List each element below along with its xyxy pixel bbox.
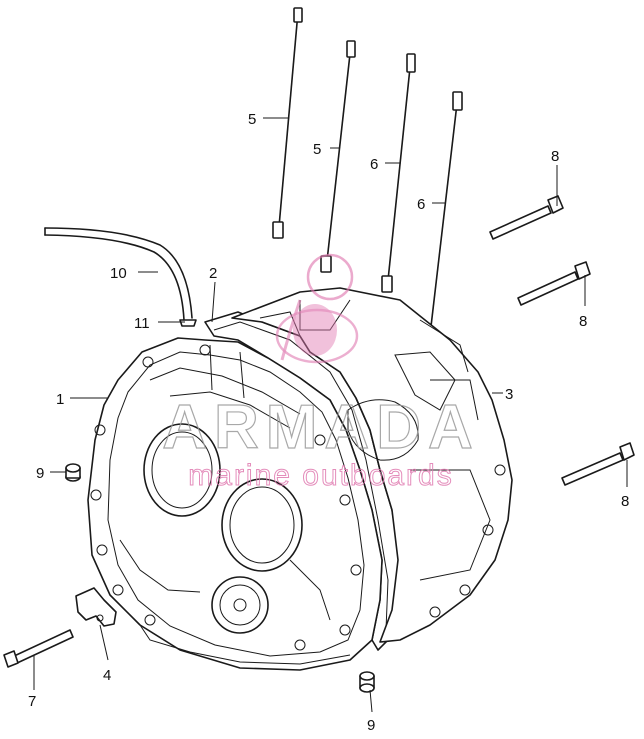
watermark-emblem (275, 253, 359, 364)
stud-5-right (320, 40, 356, 273)
watermark-brand: ARMADA (162, 393, 480, 462)
callout-5-left: 5 (248, 111, 256, 128)
callout-labels: 5 5 6 6 8 8 8 10 11 2 1 3 9 4 7 9 (28, 111, 629, 734)
callout-11: 11 (134, 315, 150, 332)
callout-10: 10 (110, 265, 127, 282)
leader-lines (33, 117, 628, 713)
callout-4: 4 (103, 667, 111, 684)
dowel-pin-left (65, 463, 81, 482)
dowel-pin-bottom (359, 671, 375, 693)
callout-8-middle: 8 (579, 313, 587, 330)
callout-3: 3 (505, 386, 513, 403)
callout-1: 1 (56, 391, 64, 408)
callout-8-right: 8 (621, 493, 629, 510)
watermark: ARMADA marine outboards (162, 253, 480, 493)
watermark-tagline: marine outboards (188, 459, 453, 492)
breather-tube (44, 227, 193, 321)
crankcase-right-half (231, 287, 513, 643)
callout-6-left: 6 (370, 156, 378, 173)
callout-5-right: 5 (313, 141, 321, 158)
callout-9-left: 9 (36, 465, 44, 482)
callout-6-right: 6 (417, 196, 425, 213)
bracket (75, 587, 117, 627)
callout-8-top: 8 (551, 148, 559, 165)
callout-7: 7 (28, 693, 36, 710)
stud-6-left (381, 53, 416, 293)
callout-2: 2 (209, 265, 217, 282)
stud-5-left (272, 7, 303, 239)
bolt-8-top (489, 195, 564, 240)
clip (179, 319, 197, 327)
crankcase-left-half (87, 337, 383, 671)
bolt-8-middle (517, 261, 591, 306)
stud-6-right (429, 91, 463, 336)
callout-9-bottom: 9 (367, 717, 375, 734)
bolt-8-right (561, 442, 635, 486)
bolt-7 (3, 629, 74, 668)
